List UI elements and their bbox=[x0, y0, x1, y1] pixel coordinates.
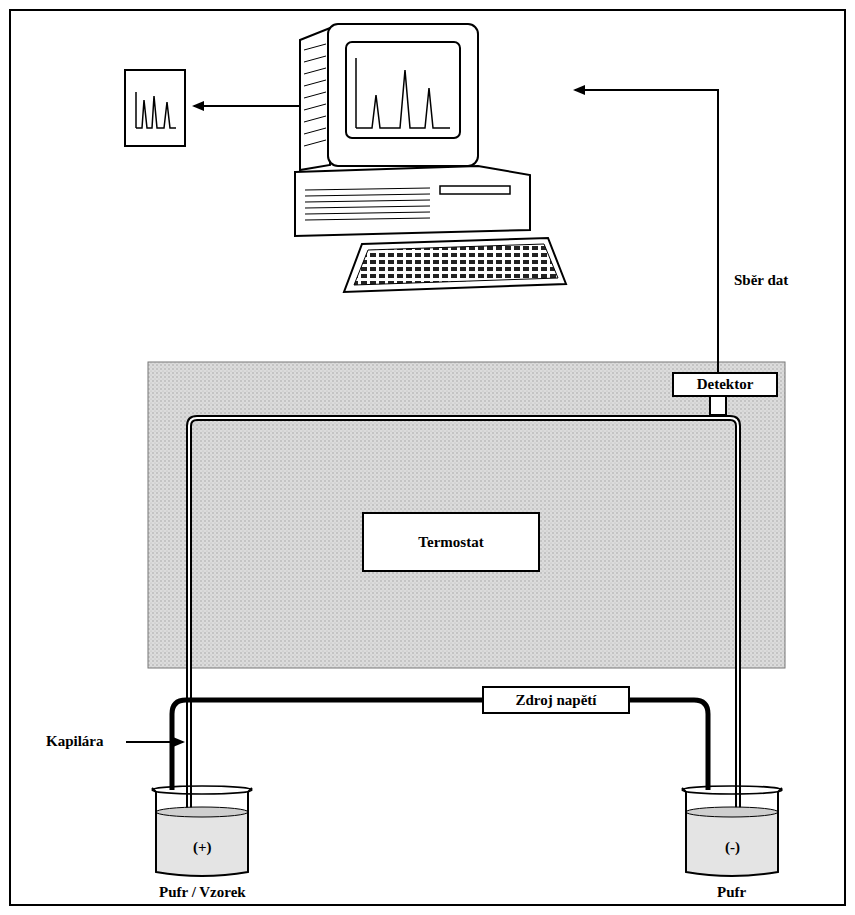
output-arrow bbox=[194, 105, 300, 107]
detector-stem bbox=[710, 396, 726, 415]
capillary bbox=[189, 418, 738, 850]
detector-box: Detektor bbox=[672, 372, 778, 397]
buffer-vial: (-)Pufr bbox=[678, 782, 786, 878]
printout bbox=[125, 70, 185, 146]
node-heading: Pufr bbox=[717, 884, 746, 901]
signal-label: Sběr dat bbox=[734, 272, 788, 289]
part-label: Kapilára bbox=[46, 733, 104, 750]
computer-illustration bbox=[295, 24, 566, 292]
data-arrow bbox=[575, 90, 718, 372]
node-text: Detektor bbox=[697, 376, 754, 393]
electrode-wire bbox=[172, 700, 482, 790]
electrode-wire bbox=[630, 700, 708, 790]
buffer-sample-vial: (+)Pufr / Vzorek bbox=[148, 782, 256, 878]
beaker-outline bbox=[678, 782, 786, 878]
frame bbox=[10, 10, 845, 905]
thermostat-panel bbox=[148, 362, 785, 668]
node-text: (-) bbox=[725, 839, 740, 856]
node-heading: Pufr / Vzorek bbox=[159, 884, 246, 901]
node-text: Zdroj napětí bbox=[516, 692, 597, 709]
node-text: (+) bbox=[193, 839, 212, 856]
thermostat-box: Termostat bbox=[362, 512, 540, 572]
node-text: Termostat bbox=[418, 534, 483, 551]
voltage-source-box: Zdroj napětí bbox=[482, 686, 630, 714]
beaker-outline bbox=[148, 782, 256, 878]
